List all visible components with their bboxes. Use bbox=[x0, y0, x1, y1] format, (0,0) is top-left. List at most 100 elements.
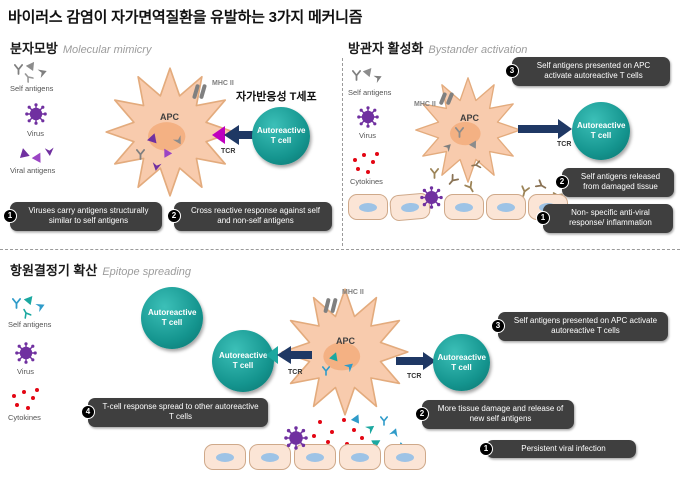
viral-antigen-icon bbox=[45, 147, 55, 157]
panel-divider-horizontal bbox=[0, 249, 680, 250]
apc-label: APC bbox=[336, 336, 356, 346]
viral-antigen-icon bbox=[31, 150, 45, 164]
panel2-heading: 방관자 활성화 Bystander activation bbox=[348, 38, 527, 57]
cytokine-dot bbox=[342, 418, 346, 422]
note-epitope-2: 2 More tissue damage and release of new … bbox=[415, 400, 574, 429]
cytokine-dot bbox=[360, 436, 364, 440]
self-antigen-icon bbox=[20, 307, 32, 320]
legend-viral-antigens-label: Viral antigens bbox=[10, 166, 56, 175]
cytokine-dot bbox=[366, 170, 370, 174]
note-badge-1: 1 bbox=[479, 442, 493, 457]
note-badge-2: 2 bbox=[555, 175, 569, 190]
self-antigen-icon bbox=[352, 70, 361, 81]
panel3-heading-ko: 항원결정기 확산 bbox=[10, 263, 98, 278]
tcr-arrow bbox=[212, 125, 264, 145]
virus-icon bbox=[15, 342, 37, 364]
tissue-cell bbox=[249, 444, 291, 470]
cytokine-dot bbox=[26, 406, 30, 410]
self-antigen-icon bbox=[373, 73, 384, 84]
t-cell-label: Autoreactive T cell bbox=[577, 121, 626, 140]
cell-nucleus bbox=[351, 452, 369, 462]
note-text: Persistent viral infection bbox=[521, 444, 606, 453]
mhc2-label: MHC II bbox=[212, 80, 234, 87]
note-bystander-1: 1 Non- specific anti-viral response/ inf… bbox=[536, 204, 673, 233]
cell-nucleus bbox=[306, 452, 324, 462]
cytokine-dot bbox=[318, 420, 322, 424]
cell-nucleus bbox=[216, 452, 234, 462]
cytokine-dot bbox=[352, 428, 356, 432]
note-epitope-3: 3 Self antigens presented on APC activat… bbox=[491, 312, 668, 341]
cell-nucleus bbox=[455, 202, 473, 212]
cytokine-dot bbox=[22, 390, 26, 394]
note-mimicry-2: 2 Cross reactive response against self a… bbox=[167, 202, 332, 231]
note-text: Self antigens presented on APC activate … bbox=[536, 61, 651, 81]
tissue-row bbox=[204, 444, 426, 470]
apc-label: APC bbox=[160, 112, 180, 122]
note-text: Self antigens presented on APC activate … bbox=[513, 316, 658, 336]
cytokine-dot bbox=[15, 403, 19, 407]
autoreactive-t-cell: Autoreactive T cell bbox=[212, 330, 274, 392]
note-bystander-3: 3 Self antigens presented on APC activat… bbox=[505, 57, 670, 86]
tcr-label: TCR bbox=[407, 373, 422, 380]
viral-antigen-icon bbox=[151, 161, 161, 171]
released-antigen-icon bbox=[470, 160, 481, 170]
cell-nucleus bbox=[497, 202, 515, 212]
legend-cytokines-label: Cytokines bbox=[8, 413, 41, 422]
cell-nucleus bbox=[359, 202, 377, 212]
t-cell-label: Autoreactive T cell bbox=[257, 126, 306, 145]
cell-nucleus bbox=[261, 452, 279, 462]
viral-antigen-icon bbox=[18, 147, 30, 159]
tissue-cell bbox=[348, 194, 388, 220]
tcr-label: TCR bbox=[557, 141, 572, 148]
note-mimicry-1: 1 Viruses carry antigens structurally si… bbox=[3, 202, 162, 231]
note-badge-2: 2 bbox=[415, 407, 429, 422]
panel2-heading-ko: 방관자 활성화 bbox=[348, 41, 424, 56]
self-antigen-icon bbox=[35, 301, 47, 313]
note-badge-3: 3 bbox=[491, 319, 505, 334]
tcr-arrow bbox=[266, 346, 312, 364]
legend-virus-label: Virus bbox=[17, 367, 34, 376]
cell-nucleus bbox=[396, 452, 414, 462]
autoreactive-t-cell: Autoreactive T cell bbox=[252, 107, 310, 165]
apc-label: APC bbox=[460, 113, 480, 123]
self-antigen-icon bbox=[364, 422, 377, 435]
legend-virus-label: Virus bbox=[359, 131, 376, 140]
note-text: Self antigens released from damaged tiss… bbox=[580, 172, 661, 192]
autoreactive-tcell-korean-label: 자가반응성 T세포 bbox=[236, 91, 317, 103]
mhc2-label: MHC II bbox=[414, 101, 436, 108]
autoreactive-t-cell: Autoreactive T cell bbox=[433, 334, 490, 391]
self-antigen-icon bbox=[389, 427, 401, 439]
note-badge-1: 1 bbox=[3, 209, 17, 224]
autoreactive-t-cell: Autoreactive T cell bbox=[141, 287, 203, 349]
t-cell-label: Autoreactive T cell bbox=[219, 351, 268, 370]
cytokine-dot bbox=[356, 167, 360, 171]
mhc2-label: MHC II bbox=[342, 289, 364, 296]
legend-cytokines-label: Cytokines bbox=[350, 177, 383, 186]
cytokine-dot bbox=[330, 430, 334, 434]
cytokine-dot bbox=[353, 158, 357, 162]
self-antigen-icon bbox=[37, 67, 49, 79]
virus-icon bbox=[420, 186, 443, 209]
mhc2-bars bbox=[323, 297, 337, 318]
note-epitope-4: 4 T-cell response spread to other autore… bbox=[81, 398, 268, 427]
note-badge-3: 3 bbox=[505, 64, 519, 79]
note-text: T-cell response spread to other autoreac… bbox=[102, 402, 259, 422]
self-antigen-icon bbox=[12, 298, 21, 309]
note-text: Non- specific anti-viral response/ infla… bbox=[569, 208, 652, 228]
self-antigen-icon bbox=[455, 127, 464, 138]
tcr-label: TCR bbox=[288, 369, 303, 376]
self-antigen-icon bbox=[22, 71, 35, 84]
note-badge-2: 2 bbox=[167, 209, 181, 224]
page-title: 바이러스 감염이 자가면역질환을 유발하는 3가지 메커니즘 bbox=[8, 9, 363, 26]
tissue-cell bbox=[444, 194, 484, 220]
legend-virus-label: Virus bbox=[27, 129, 44, 138]
released-antigen-icon bbox=[430, 168, 439, 179]
cytokine-dot bbox=[35, 388, 39, 392]
self-antigen-icon bbox=[14, 64, 23, 75]
note-text: More tissue damage and release of new se… bbox=[437, 404, 564, 424]
panel1-heading-en: Molecular mimicry bbox=[62, 44, 152, 56]
panel2-heading-en: Bystander activation bbox=[428, 44, 528, 56]
tissue-row bbox=[348, 192, 568, 222]
